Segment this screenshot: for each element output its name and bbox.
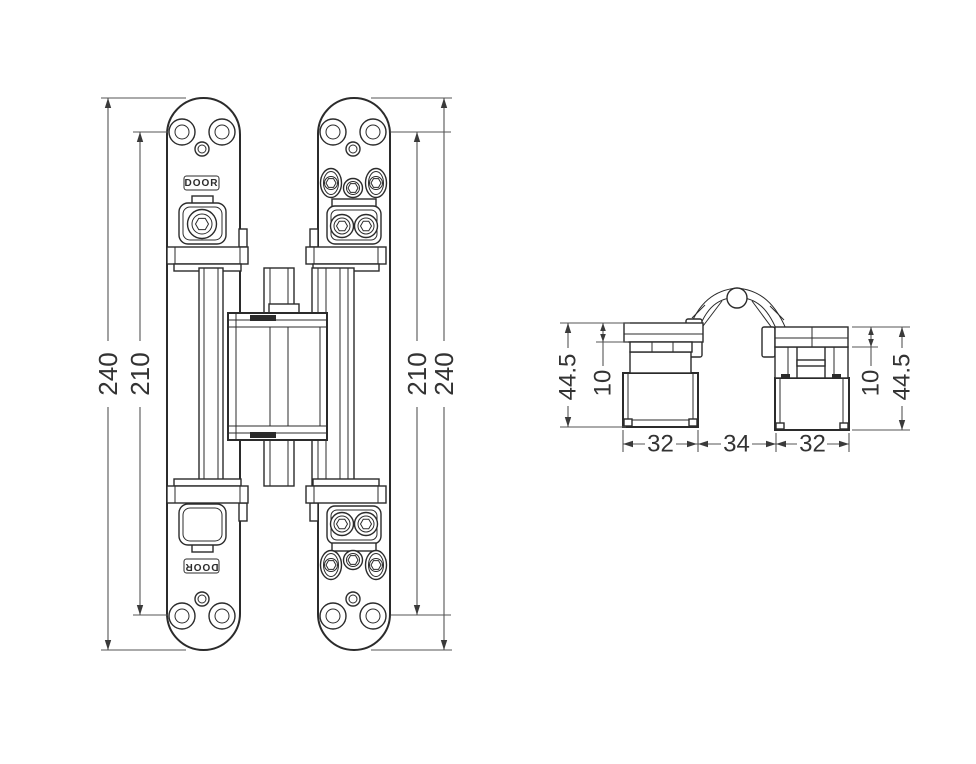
front-dimensions: 240 210 210 240 (93, 97, 459, 651)
dim-side-right-plate: 10 (858, 370, 885, 397)
side-dimensions: 44.5 10 10 44.5 32 34 32 (555, 322, 916, 458)
door-label-bottom: DOOR (185, 561, 219, 572)
door-label-top: DOOR (185, 178, 219, 189)
side-view (622, 287, 850, 431)
dim-side-left-plate: 10 (590, 370, 617, 397)
dim-front-right-outer: 240 (429, 352, 459, 395)
dim-side-left-height: 44.5 (555, 354, 582, 401)
side-left-cup (622, 318, 704, 428)
pivot-pin (726, 287, 748, 309)
dim-front-right-inner: 210 (402, 352, 432, 395)
front-view: DOOR DOOR (166, 97, 391, 651)
dim-front-left-outer: 240 (93, 352, 123, 395)
dim-side-width-right: 32 (799, 431, 826, 458)
front-linkage (166, 228, 387, 522)
door-label-box-bottom (183, 558, 220, 574)
dim-side-width-gap: 34 (723, 431, 750, 458)
door-label-box-top (183, 175, 220, 191)
dim-front-left-inner: 210 (125, 352, 155, 395)
dim-side-width-left: 32 (647, 431, 674, 458)
side-right-cup (761, 326, 850, 431)
dim-side-right-height: 44.5 (889, 354, 916, 401)
